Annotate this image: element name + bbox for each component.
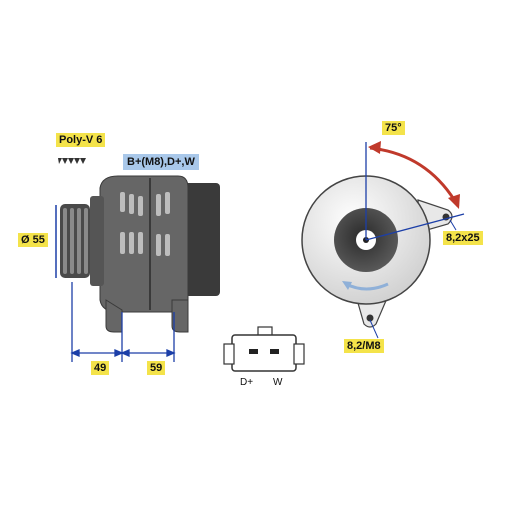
length-dimensions — [70, 282, 176, 362]
bolt-top-label: 8,2x25 — [443, 231, 483, 245]
connector-pin-w — [270, 349, 279, 354]
angle-indicator — [365, 141, 465, 241]
bolt-bottom-label: 8,2/M8 — [344, 339, 384, 353]
pulley-diameter-label: Ø 55 — [18, 233, 48, 247]
angle-label: 75° — [382, 121, 405, 135]
alternator-housing — [99, 175, 189, 313]
connector-d-plus-label: D+ — [240, 377, 254, 388]
alternator-side-view — [60, 175, 220, 333]
dimension-59-label: 59 — [147, 361, 166, 375]
poly-v-label: Poly-V 6 — [56, 133, 106, 147]
connector-pin-d-plus — [249, 349, 258, 354]
poly-v-belt-icon — [58, 158, 86, 164]
front-flange — [90, 196, 104, 286]
alternator-front-view — [301, 175, 453, 328]
terminals-label: B+(M8),D+,W — [123, 154, 199, 170]
housing-vents — [120, 192, 170, 256]
mounting-foot-right — [171, 299, 189, 333]
connector-w-label: W — [273, 377, 283, 388]
connector-plug — [223, 326, 305, 372]
pulley — [60, 204, 90, 278]
mounting-foot-left — [105, 299, 123, 333]
dimension-49-label: 49 — [91, 361, 110, 375]
